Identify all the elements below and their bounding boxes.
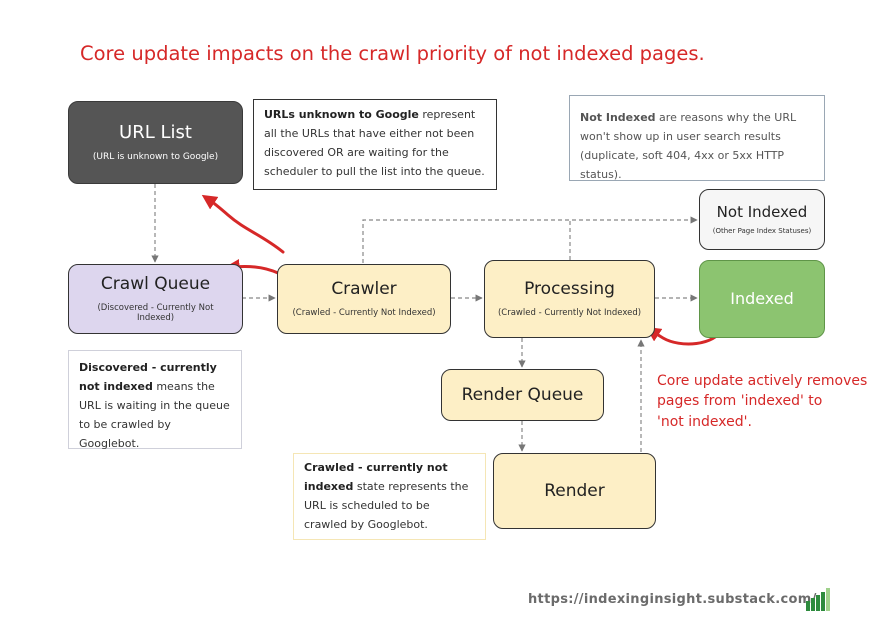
not-indexed-title: Not Indexed [716, 203, 808, 222]
core-update-note-line2: pages from 'indexed' to [657, 393, 823, 410]
note-urls-unknown-text: represent all the URLs that have either … [264, 108, 485, 178]
footer-url[interactable]: https://indexinginsight.substack.com/ [528, 592, 817, 607]
note-not-indexed-text: are reasons why the URL won't show up in… [580, 111, 797, 181]
red-arrow-indexed-to-processing [645, 326, 725, 346]
core-update-note: Core update actively removes pages from … [657, 371, 867, 432]
note-discovered-text: means the URL is waiting in the queue to… [79, 379, 230, 450]
note-crawled-text: state represents the URL is scheduled to… [304, 479, 469, 531]
bar-chart-logo-icon [806, 588, 830, 611]
not-indexed-subtitle: (Other Page Index Statuses) [712, 227, 812, 236]
render-queue-node[interactable]: Render Queue [441, 369, 604, 421]
processing-subtitle: (Crawled - Currently Not Indexed) [497, 307, 642, 318]
edge-crawler-notindexed [362, 216, 698, 263]
render-title: Render [544, 480, 605, 501]
note-discovered: Discovered - currently not indexed means… [68, 350, 242, 450]
crawler-title: Crawler [331, 279, 397, 300]
crawl-queue-subtitle: (Discovered - Currently Not Indexed) [97, 302, 214, 324]
processing-title: Processing [524, 279, 615, 300]
core-update-note-line3: 'not indexed'. [657, 413, 752, 430]
red-arrow-crawler-to-urllist [201, 194, 285, 254]
url-list-title: URL List [119, 122, 192, 144]
note-not-indexed-bold: Not Indexed [580, 111, 656, 124]
page-title: Core update impacts on the crawl priorit… [80, 42, 705, 65]
note-urls-unknown: URLs unknown to Google represent all the… [253, 99, 497, 190]
indexed-title: Indexed [730, 289, 794, 309]
core-update-note-line1: Core update actively removes [657, 373, 868, 389]
url-list-node[interactable]: URL List (URL is unknown to Google) [68, 101, 243, 184]
crawler-node[interactable]: Crawler (Crawled - Currently Not Indexed… [277, 264, 451, 334]
note-urls-unknown-bold: URLs unknown to Google [264, 108, 419, 121]
crawl-queue-title: Crawl Queue [100, 274, 211, 295]
note-crawled-bold: Crawled - currently not indexed [304, 461, 448, 493]
note-discovered-bold: Discovered - currently not indexed [79, 361, 217, 393]
crawler-subtitle: (Crawled - Currently Not Indexed) [292, 307, 436, 318]
processing-node[interactable]: Processing (Crawled - Currently Not Inde… [484, 260, 655, 338]
note-not-indexed: Not Indexed are reasons why the URL won'… [569, 95, 825, 181]
render-node[interactable]: Render [493, 453, 656, 529]
indexed-node[interactable]: Indexed [699, 260, 825, 338]
crawl-queue-node[interactable]: Crawl Queue (Discovered - Currently Not … [68, 264, 243, 334]
note-crawled: Crawled - currently not indexed state re… [293, 453, 486, 540]
not-indexed-node[interactable]: Not Indexed (Other Page Index Statuses) [699, 189, 825, 250]
render-queue-title: Render Queue [461, 384, 584, 405]
url-list-subtitle: (URL is unknown to Google) [92, 151, 219, 162]
